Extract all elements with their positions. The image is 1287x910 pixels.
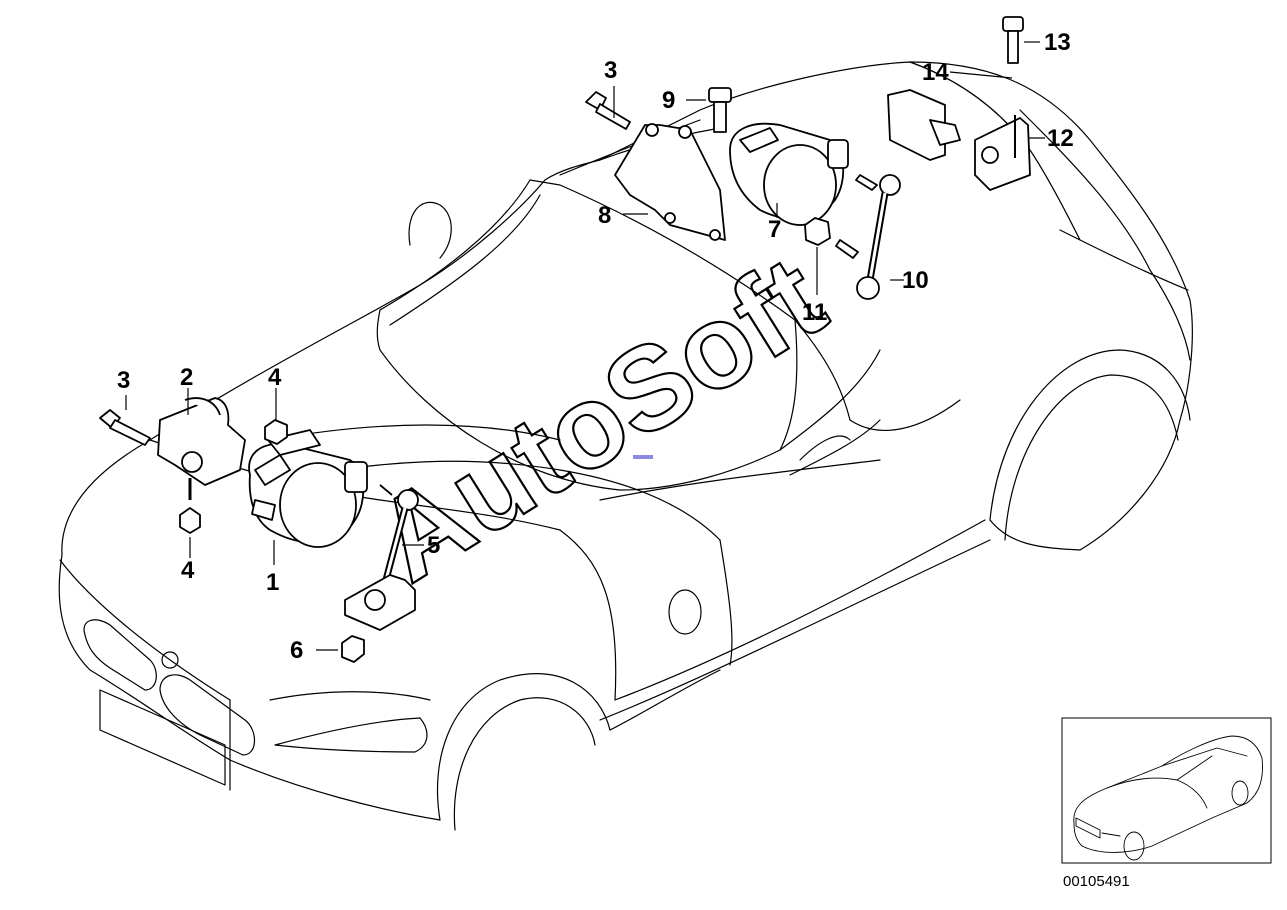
label-7: 7 xyxy=(768,216,781,243)
bolt-13 xyxy=(1002,16,1024,64)
label-9: 9 xyxy=(662,87,675,114)
label-4-lower: 4 xyxy=(181,557,195,584)
inset-thumbnail xyxy=(1061,717,1272,864)
label-6: 6 xyxy=(290,637,303,664)
nut-4-lower xyxy=(179,478,201,534)
bracket-14 xyxy=(887,89,961,161)
leader-lines xyxy=(125,41,1045,651)
label-4-upper: 4 xyxy=(268,364,282,391)
level-sensor-rear xyxy=(729,122,849,226)
label-10: 10 xyxy=(902,267,929,294)
part-labels: 3 9 8 7 11 10 14 13 12 3 2 4 4 1 5 6 xyxy=(117,29,1074,664)
label-2: 2 xyxy=(180,364,193,391)
bracket-front xyxy=(157,397,246,486)
diagram-code: 00105491 xyxy=(1063,873,1130,890)
label-3-front: 3 xyxy=(117,367,130,394)
label-3-rear: 3 xyxy=(604,57,617,84)
bolt-9 xyxy=(708,87,732,133)
label-11: 11 xyxy=(802,299,827,326)
link-rod-front xyxy=(344,484,419,631)
blue-dash-marker xyxy=(633,455,653,459)
bracket-rear xyxy=(614,123,726,241)
bolt-3-rear xyxy=(585,91,631,130)
level-sensor-front xyxy=(248,429,368,548)
label-1: 1 xyxy=(266,569,279,596)
nut-11 xyxy=(804,217,831,246)
bolt-3-left xyxy=(99,409,151,446)
label-14: 14 xyxy=(922,59,949,86)
nut-6 xyxy=(341,635,365,663)
label-5: 5 xyxy=(427,532,440,559)
link-rod-rear xyxy=(835,174,901,300)
nut-4-upper xyxy=(264,419,288,445)
bracket-12 xyxy=(974,115,1031,191)
label-12: 12 xyxy=(1047,125,1074,152)
label-8: 8 xyxy=(598,202,611,229)
label-13: 13 xyxy=(1044,29,1071,56)
